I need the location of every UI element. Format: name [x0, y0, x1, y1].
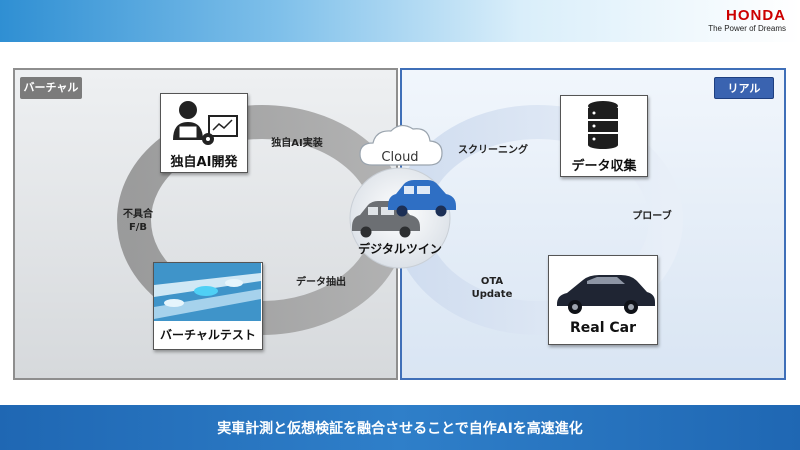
- sedan-car-icon: [557, 275, 655, 314]
- ai-dev-box: 独自AI開発: [160, 93, 248, 173]
- simulation-screen-icon: [154, 263, 261, 321]
- flow-feedback-line1: 不具合: [123, 209, 153, 220]
- blue-car-icon: [388, 180, 456, 217]
- digital-twin-label: デジタルツイン: [358, 242, 442, 256]
- brand-tagline: The Power of Dreams: [708, 24, 786, 33]
- footer-band: [0, 405, 800, 450]
- flow-data-extract: データ抽出: [296, 277, 346, 288]
- honda-brand: HONDA The Power of Dreams: [708, 7, 786, 34]
- data-collect-label: データ収集: [571, 159, 637, 174]
- flow-screening: スクリーニング: [458, 145, 528, 156]
- footer-message: 実車計測と仮想検証を融合させることで自作AIを高速進化: [217, 421, 583, 437]
- virtual-test-label: バーチャルテスト: [160, 328, 256, 342]
- flow-ota-line1: OTA: [480, 276, 504, 287]
- virtual-test-box: バーチャルテスト: [153, 262, 263, 350]
- flow-implement: 独自AI実装: [271, 138, 323, 149]
- real-car-label: Real Car: [569, 320, 637, 336]
- database-icon: [588, 101, 618, 149]
- header-band: [0, 0, 800, 42]
- data-collect-box: データ収集: [560, 95, 648, 177]
- flow-ota: OTA Update: [462, 275, 522, 301]
- engineer-computer-icon: [173, 101, 238, 145]
- flow-ota-line2: Update: [471, 289, 513, 300]
- flow-probe: プローブ: [632, 211, 672, 222]
- real-label: リアル: [714, 77, 774, 99]
- virtual-label: バーチャル: [20, 77, 82, 99]
- flow-feedback-line2: F/B: [128, 222, 148, 233]
- cloud-label: Cloud: [381, 150, 419, 165]
- flow-feedback: 不具合 F/B: [118, 208, 158, 234]
- real-car-box: Real Car: [548, 255, 658, 345]
- cloud-icon: [359, 124, 443, 166]
- honda-logo: HONDA: [726, 7, 786, 24]
- ai-dev-label: 独自AI開発: [170, 155, 238, 170]
